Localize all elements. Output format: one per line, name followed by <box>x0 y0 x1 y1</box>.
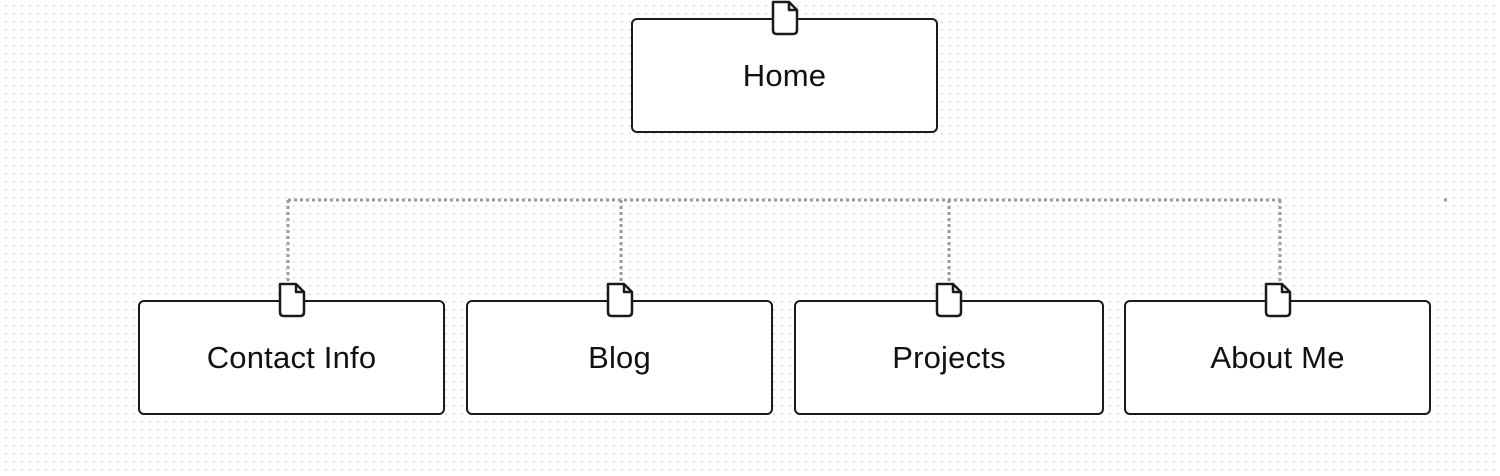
page-icon <box>769 0 801 36</box>
contact-info-label: Contact Info <box>206 339 377 375</box>
about-me-node[interactable]: About Me <box>1124 282 1431 415</box>
page-icon <box>933 282 965 318</box>
projects-label: Projects <box>892 339 1006 375</box>
page-icon <box>1262 282 1294 318</box>
projects-node[interactable]: Projects <box>794 282 1104 415</box>
blog-node[interactable]: Blog <box>466 282 773 415</box>
about-me-label: About Me <box>1210 339 1345 375</box>
home-label: Home <box>742 57 827 93</box>
page-icon <box>276 282 308 318</box>
home-node[interactable]: Home <box>631 0 938 133</box>
contact-info-node[interactable]: Contact Info <box>138 282 445 415</box>
blog-label: Blog <box>588 339 651 375</box>
page-icon <box>604 282 636 318</box>
